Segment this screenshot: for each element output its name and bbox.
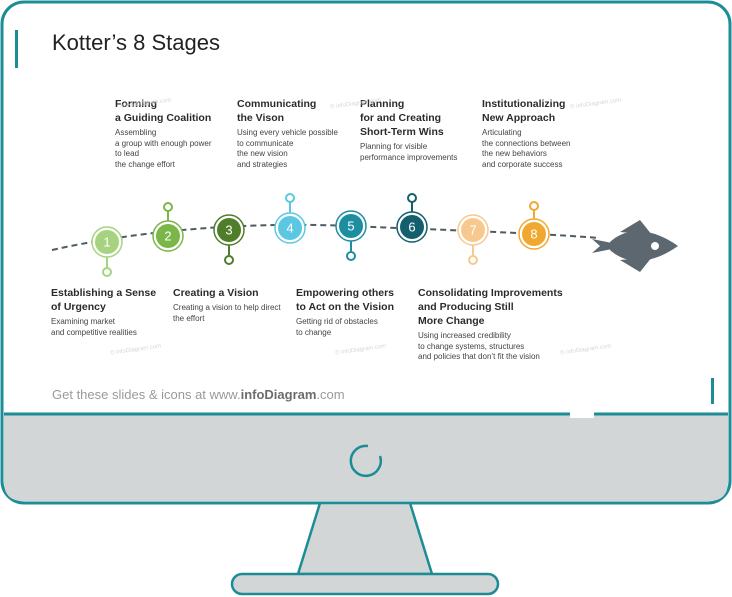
footer-suffix: .com [316,387,345,402]
footer-brand: infoDiagram [240,387,317,402]
marker-circle [400,215,424,239]
stage-3-text: Creating a Vision Creating a vision to h… [173,286,281,324]
page-title: Kotter’s 8 Stages [52,30,220,55]
stage-description: Using increased credibility to change sy… [418,331,540,361]
marker-tip [529,201,539,211]
power-icon[interactable] [349,444,382,478]
stage-description: Planning for visible performance improve… [360,142,458,162]
stage-title: Planning for and Creating Short-Term Win… [360,98,444,138]
marker-circle [278,216,302,240]
title-accent-bar [15,30,18,68]
marker-tip [407,193,417,203]
marker-circle [339,214,363,238]
stage-number: 2 [164,229,171,244]
marker-tip [102,267,112,277]
stage-description: Articulating the connections between the… [482,128,571,169]
stage-number: 7 [469,223,476,238]
stage-title: Consolidating Improvements and Producing… [418,287,563,327]
stage-7-text: Consolidating Improvements and Producing… [418,286,563,363]
stage-2-marker: 2 [152,202,184,252]
stage-title: Establishing a Sense of Urgency [51,287,157,313]
stage-number: 5 [347,219,354,234]
divider-gap [570,410,594,418]
monitor-neck [296,501,434,576]
stage-1-marker: 1 [91,226,123,277]
monitor-base [230,572,500,596]
marker-circle [461,218,485,242]
stage-8-marker: 8 [518,201,550,250]
footer-prefix: Get these slides & icons at www. [52,387,241,402]
marker-circle [156,224,180,248]
right-accent-bar [711,378,714,404]
stage-5-marker: 5 [335,210,367,261]
stage-2-text: Forming a Guiding Coalition Assembling a… [115,97,212,170]
stage-4-marker: 4 [274,193,306,244]
marker-circle [522,222,546,246]
stage-5-text: Empowering others to Act on the Vision G… [296,286,394,338]
marker-circle [217,218,241,242]
stage-title: Forming a Guiding Coalition [115,98,212,124]
stage-description: Getting rid of obstacles to change [296,317,378,337]
footer-text[interactable]: Get these slides & icons at www.infoDiag… [52,387,345,402]
marker-tip [224,255,234,265]
stage-6-text: Planning for and Creating Short-Term Win… [360,97,457,163]
marker-circle [95,230,119,254]
stage-description: Creating a vision to help direct the eff… [173,303,281,323]
stage-title: Communicating the Vison [237,98,317,124]
stage-title: Empowering others to Act on the Vision [296,287,395,313]
stage-number: 1 [103,235,110,250]
stage-title: Institutionalizing New Approach [482,98,566,124]
stage-description: Examining market and competitive realiti… [51,317,137,337]
marker-tip [346,251,356,261]
marker-tip [468,255,478,265]
stage-number: 3 [225,223,232,238]
stage-4-text: Communicating the Vison Using every vehi… [237,97,338,170]
marker-tip [163,202,173,212]
stage-number: 6 [408,220,415,235]
stage-number: 8 [530,227,537,242]
stage-number: 4 [286,221,293,236]
stage-title: Creating a Vision [173,287,259,299]
rocket-icon [592,220,678,272]
stage-8-text: Institutionalizing New Approach Articula… [482,97,571,170]
stage-3-marker: 3 [213,214,245,265]
stage-7-marker: 7 [457,214,489,265]
stage-description: Assembling a group with enough power to … [115,128,212,169]
stage-1-text: Establishing a Sense of Urgency Examinin… [51,286,156,338]
monitor-chin [4,414,728,501]
stage-6-marker: 6 [396,193,428,243]
stage-description: Using every vehicle possible to communic… [237,128,338,169]
timeline-diagram: 1 2 3 4 5 6 7 8 [51,193,678,277]
timeline-path [51,223,601,251]
marker-tip [285,193,295,203]
